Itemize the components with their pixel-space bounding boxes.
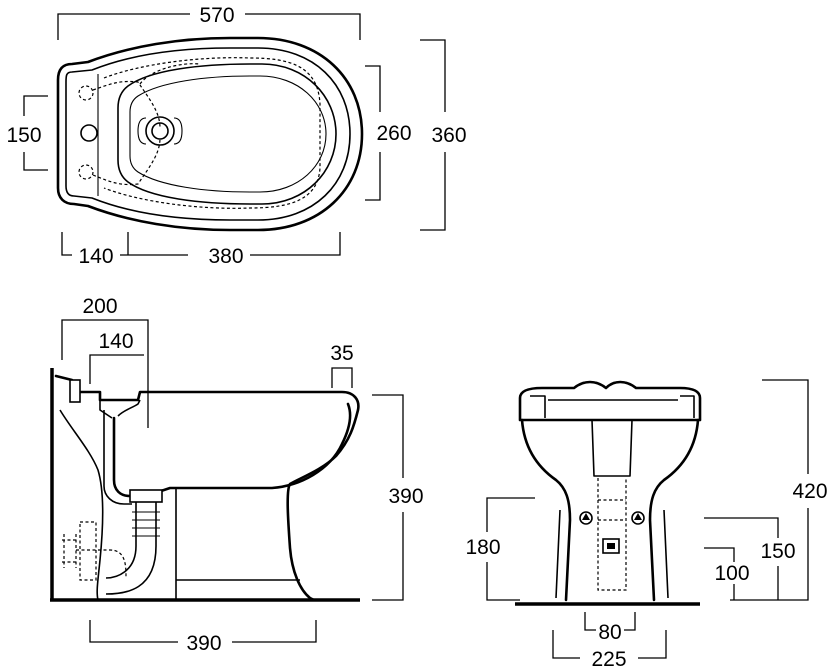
front-view-rim-ends [530,395,695,418]
dim-80-label: 80 [598,621,621,644]
side-view-rear-profile [59,409,104,601]
front-view-foot-edges [555,509,669,599]
front-view-bowl [520,418,700,602]
dim-260-label: 260 [376,122,411,145]
top-view-bowl [117,63,337,205]
dim-200-lines [61,319,149,428]
top-view-hidden-valve-top [78,85,94,101]
dim-140-side-label: 140 [98,330,133,353]
dim-80-lines [584,612,636,631]
side-view-tap-body [69,379,81,403]
dim-390-depth-label: 390 [186,632,221,655]
dim-260-lines [365,65,381,201]
front-view-hidden-trap [597,478,627,591]
front-view: 420 180 150 100 80 225 [465,379,828,670]
side-view-waste-rings [132,511,160,537]
front-view-pedestal-panel [591,419,633,477]
top-view-hidden-valve-bottom [78,164,94,180]
dim-35-lines [331,367,353,388]
top-view-tap-hole [80,124,98,142]
side-view-hidden-supply [62,534,127,579]
dim-100-label: 100 [714,562,749,585]
top-view-bowl-inner [129,75,327,193]
top-view-outer-outline [56,36,364,232]
top-view-hidden-pipe-top [92,80,161,129]
dim-360-label: 360 [431,124,466,147]
side-view-hidden-valve [79,521,97,581]
side-view-waste-pipe [135,502,157,546]
dim-390-depth-lines [89,620,317,643]
dim-360-lines [420,39,446,231]
front-view-bolt-heads [582,513,642,520]
dim-140-lines [89,354,144,384]
top-view: 570 360 260 150 140 380 [6,4,466,268]
dim-180-label: 180 [465,536,500,559]
top-view-hidden-pipe-bottom [92,137,161,186]
dim-225-lines [552,630,667,659]
side-view: 200 140 35 390 390 [50,295,424,655]
dim-570-label: 570 [199,4,234,27]
side-view-waste-flange [129,489,163,503]
dim-225-label: 225 [591,648,626,670]
front-view-hidden-rings [598,499,626,521]
front-view-rim [518,380,702,422]
dim-140-380-lines [61,232,341,256]
dim-150-label: 150 [6,124,41,147]
dim-390-height-label: 390 [388,485,423,508]
top-view-drain-cap-right [173,117,183,145]
dim-150-front-label: 150 [760,540,795,563]
top-view-drain-cap-left [137,117,147,145]
dim-180-lines [486,497,535,601]
dim-420-lines [730,379,809,601]
side-view-bowl-outer-wall [103,410,132,505]
dim-100-lines [704,547,735,600]
top-view-rim [65,47,351,221]
side-view-bowl-inner [112,402,352,498]
top-view-drain-inner [151,122,169,140]
top-view-drain-outer [145,116,175,146]
dim-150-lines [23,95,48,171]
dim-150-front-lines [704,517,779,600]
dim-420-label: 420 [792,480,827,503]
dim-200-label: 200 [82,295,117,318]
top-view-hidden-rim-channel [103,57,321,209]
side-view-tap-spout [99,399,141,419]
dim-380-label: 380 [208,245,243,268]
side-view-trap [105,545,157,595]
front-view-drain-core [607,543,615,549]
dim-390-height-lines [372,394,404,601]
dim-570-lines [57,13,361,40]
dim-35-label: 35 [330,342,353,365]
dim-140-label: 140 [78,245,113,268]
